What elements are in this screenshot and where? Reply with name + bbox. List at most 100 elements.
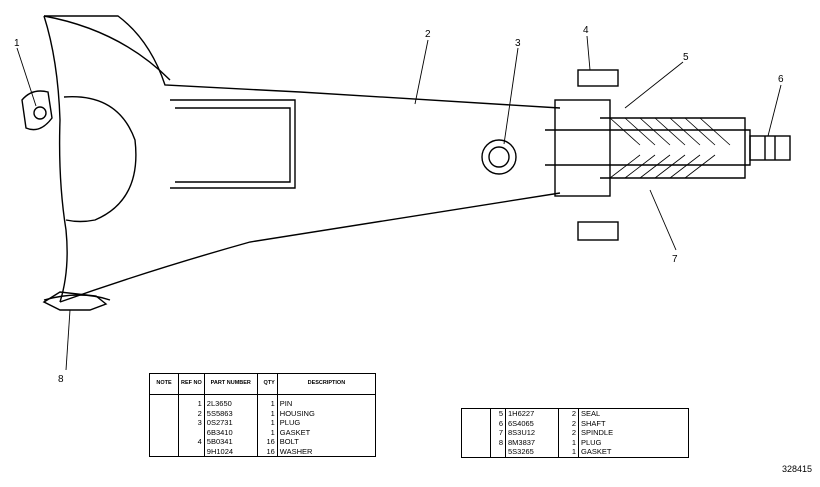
- housing-top-edge: [44, 15, 561, 109]
- table-cell: 8M3837: [505, 437, 559, 447]
- table-cell: SEAL: [581, 409, 601, 418]
- header-part-number: PART NUMBER: [204, 373, 258, 395]
- callout-6: 6: [778, 74, 784, 85]
- table-cell: 2L3650: [204, 399, 258, 409]
- table-cell: [490, 447, 506, 457]
- table-cell: [257, 394, 278, 399]
- shaft-splined-end: [749, 135, 791, 161]
- table-cell: 9H1024: [204, 446, 258, 457]
- table-cell: [178, 446, 205, 457]
- window-outline: [170, 99, 296, 189]
- table-cell: 7: [490, 428, 506, 438]
- table-cell: 1: [558, 437, 579, 447]
- plug-8: [42, 291, 108, 311]
- table-cell: [461, 437, 491, 447]
- table-cell: 6: [490, 418, 506, 428]
- table-cell: PIN: [279, 399, 293, 408]
- table-cell: 1: [257, 427, 278, 437]
- table-cell: 2: [558, 428, 579, 438]
- table-cell: 1: [257, 408, 278, 418]
- pin-1: [21, 90, 53, 131]
- table-cell: [149, 394, 179, 399]
- table-cell: BOLT: [279, 437, 299, 446]
- header-note: NOTE: [149, 373, 179, 395]
- housing-top-inner: [43, 15, 171, 81]
- table-cell: 4: [178, 437, 205, 447]
- table-cell: [149, 399, 179, 409]
- table-cell: 5S3265: [505, 447, 559, 457]
- callout-3: 3: [515, 38, 521, 49]
- table-cell: [149, 408, 179, 418]
- bolt-bottom: [577, 221, 619, 241]
- header-qty: QTY: [257, 373, 278, 395]
- plug-3-outer: [481, 139, 517, 175]
- hatch-upper: [609, 117, 731, 146]
- table-cell: 5: [490, 408, 506, 419]
- table-cell: 2: [558, 418, 579, 428]
- table-cell: 0S2731: [204, 418, 258, 428]
- parts-table-left: NOTE REF NO PART NUMBER QTY DESCRIPTION …: [149, 373, 376, 457]
- table-cell: 8: [490, 437, 506, 447]
- table-cell: [149, 418, 179, 428]
- table-cell: 16: [257, 446, 278, 457]
- header-ref-no: REF NO: [178, 373, 205, 395]
- table-cell: 6B3410: [204, 427, 258, 437]
- table-cell: 3: [178, 418, 205, 428]
- table-cell: [149, 446, 179, 457]
- figure-number: 328415: [781, 464, 812, 474]
- plug-3-inner: [488, 146, 510, 168]
- bolt-top: [577, 69, 619, 87]
- window-inner: [175, 107, 291, 183]
- table-cell: GASKET: [581, 447, 612, 456]
- spindle-taper: [600, 117, 746, 179]
- callout-4: 4: [583, 25, 589, 36]
- table-cell: 5S5863: [204, 408, 258, 418]
- callout-7: 7: [672, 254, 678, 265]
- table-cell: 2: [558, 408, 579, 419]
- table-cell: 2: [178, 408, 205, 418]
- table-cell: SHAFT: [581, 418, 606, 428]
- table-cell: 5B0341: [204, 437, 258, 447]
- table-cell: [149, 427, 179, 437]
- table-cell: [178, 394, 205, 399]
- table-cell: 1H6227: [505, 408, 559, 419]
- table-cell: 6S4065: [505, 418, 559, 428]
- table-cell: 1: [558, 447, 579, 457]
- table-cell: 1: [178, 399, 205, 409]
- table-cell: PLUG: [581, 437, 602, 447]
- table-cell: [461, 447, 491, 457]
- table-cell: [461, 408, 491, 419]
- table-cell: 1: [257, 399, 278, 409]
- hatch-lower: [609, 154, 716, 179]
- callout-1: 1: [14, 38, 20, 49]
- table-cell: [149, 437, 179, 447]
- header-description: DESCRIPTION: [277, 373, 376, 395]
- table-header-row: NOTE REF NO PART NUMBER QTY DESCRIPTION: [149, 373, 376, 395]
- table-cell: [461, 418, 491, 428]
- callout-labels: 1 2 3 4 5 6 7 8: [14, 25, 784, 385]
- table-cell: 16: [257, 437, 278, 447]
- table-cell: PLUG: [279, 418, 301, 427]
- table-cell: WASHER: [279, 446, 313, 456]
- table-cell: [204, 394, 258, 399]
- table-cell: SPINDLE: [581, 428, 614, 437]
- bore-arc: [63, 96, 137, 223]
- table-cell: 8S3U12: [505, 428, 559, 438]
- table-cell: HOUSING: [279, 408, 315, 418]
- callout-8: 8: [58, 374, 64, 385]
- callout-5: 5: [683, 52, 689, 63]
- callout-2: 2: [425, 29, 431, 40]
